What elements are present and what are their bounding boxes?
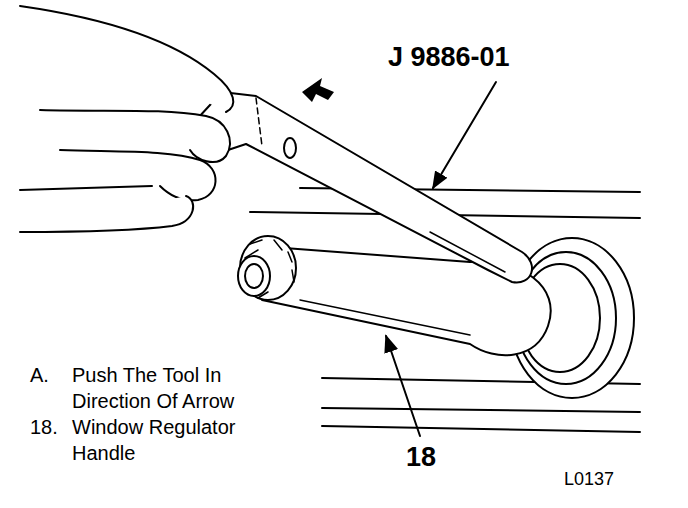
note-text: Push The Tool In Direction Of Arrow xyxy=(70,362,275,414)
label-slot: Push The Tool In Direction Of Arrow xyxy=(70,362,275,414)
label-slot: A. xyxy=(28,362,68,388)
knob-face xyxy=(238,256,270,296)
trim-line xyxy=(322,408,640,412)
hand-outline xyxy=(20,186,152,190)
tool-bend xyxy=(256,98,262,146)
tool-edge xyxy=(430,232,505,272)
callout-number: 18. xyxy=(28,414,60,440)
label-slot: J 9886-01 xyxy=(386,40,586,75)
hand-finger xyxy=(20,196,193,232)
tool-hole xyxy=(284,138,296,158)
label-slot: 18. xyxy=(28,414,68,440)
callout-number: 18 xyxy=(404,440,438,475)
direction-arrow xyxy=(302,78,334,102)
label-slot: 18 xyxy=(404,440,464,475)
label-slot: Window Regulator Handle xyxy=(70,414,275,466)
figure-code: L0137 xyxy=(562,468,616,491)
tool-number: J 9886-01 xyxy=(386,40,512,75)
hand-finger xyxy=(60,150,216,200)
knob-face xyxy=(245,264,263,288)
part-name: Window Regulator Handle xyxy=(70,414,275,466)
leader-line xyxy=(386,336,420,436)
trim-line xyxy=(322,426,640,432)
leader-line xyxy=(433,82,496,188)
hand-outline xyxy=(20,6,233,112)
removal-tool xyxy=(198,92,532,282)
label-slot: L0137 xyxy=(562,468,652,491)
callout-letter: A. xyxy=(28,362,51,388)
handle-edge xyxy=(300,300,470,335)
